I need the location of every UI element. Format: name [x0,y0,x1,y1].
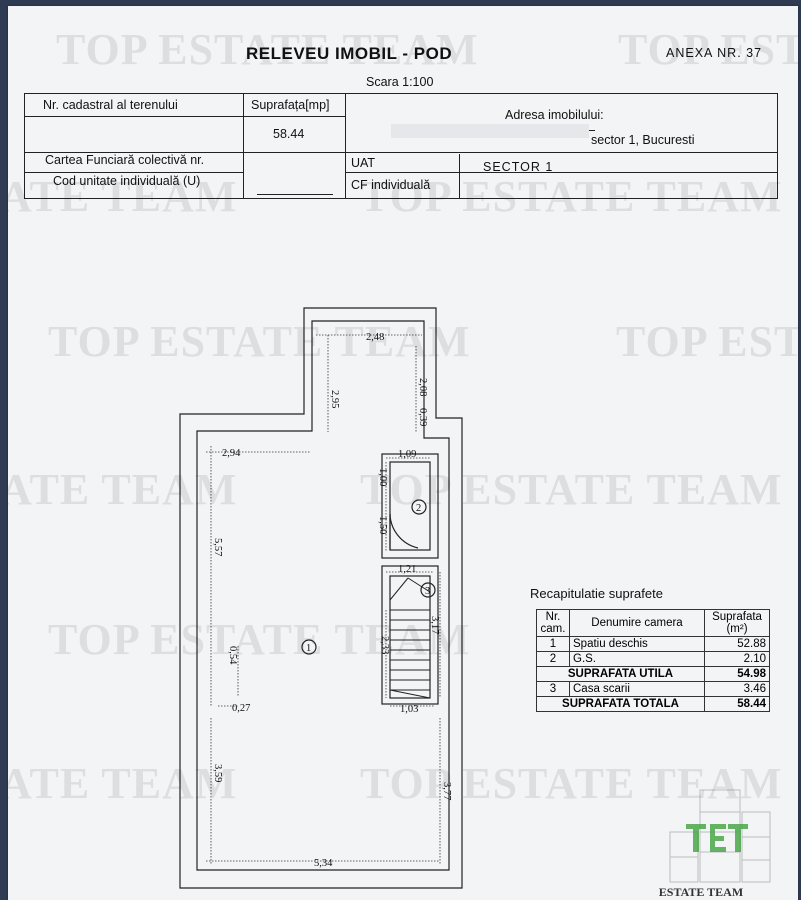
document-title: RELEVEU IMOBIL - POD [246,44,453,63]
col-nr-header: Nr. cam. [536,609,570,637]
recap-title: Recapitulatie suprafete [530,586,663,601]
watermark: TOP ESTATE TEAM [360,759,783,808]
dim-3-59: 3,59 [212,764,223,782]
dim-2-95: 2,95 [329,390,340,408]
dim-3-17: 3,17 [429,616,440,634]
room-1-number: 1 [306,643,311,654]
watermark: ATE TEAM [8,172,238,221]
total-row: SUPRAFATA TOTALA 58.44 [536,696,770,712]
dim-1-50: 1,50 [377,516,388,534]
address-label: Adresa imobilului: [505,108,604,122]
table-row: 1 Spatiu deschis 52.88 [536,636,770,652]
dim-5-57: 5,57 [212,538,223,556]
surface-label: Suprafața[mp] [251,98,330,112]
watermark: TOP ESTATE TEAM [618,25,798,74]
cf-label: CF individuală [351,178,431,192]
dim-3-77: 3,77 [441,782,452,800]
scale-label: Scara 1:100 [366,75,434,89]
unit-code-label: Cod unitate individuală (U) [53,174,201,188]
watermark: TOP ESTATE TEAM [48,317,471,366]
uat-label: UAT [351,156,376,170]
logo-text: TOP ESTATE TEAM [656,885,743,899]
table-row: 2 G.S. 2.10 [536,651,770,667]
watermark: ATE TEAM [8,465,238,514]
col-name-header: Denumire camera [569,609,705,637]
surface-value: 58.44 [273,127,305,141]
dim-1-00: 1,00 [377,468,388,486]
document-page: TOP ESTATE TEAM TOP ESTATE TEAM ATE TEAM… [8,6,798,900]
cadastral-number-label: Nr. cadastral al terenului [43,98,178,112]
col-area-header: Suprafata (m²) [704,609,770,637]
dim-1-09: 1,09 [398,449,416,460]
dim-1-21: 1,21 [398,564,416,575]
land-book-label: Cartea Funciară colectivă nr. [45,153,205,167]
dim-2-48: 2,48 [366,332,384,343]
table-row: 3 Casa scarii 3.46 [536,681,770,697]
dim-1-03: 1,03 [400,704,418,715]
watermark: TOP ESTATE TEAM [616,317,798,366]
address-value: sector 1, Bucuresti [591,133,695,147]
floor-plan: 2,48 2,95 2,08 0,39 2,94 1,09 1,00 1,50 … [179,307,463,889]
annex-label: ANEXA NR. 37 [666,46,763,60]
watermark: ATE TEAM [8,759,238,808]
surface-recap-table: Nr. cam. Denumire camera Suprafata (m²) … [536,609,770,712]
dim-2-94: 2,94 [222,448,241,459]
redacted-address [391,124,589,138]
uat-value: SECTOR 1 [483,160,554,174]
watermark: TOP ESTATE TEAM [56,25,479,74]
dim-2-33: 2,33 [379,636,390,654]
property-info-table: Nr. cadastral al terenului Suprafața[mp]… [24,93,778,199]
room-3-number: 3 [425,586,430,597]
dim-2-08: 2,08 [417,378,428,396]
room-2-number: 2 [416,503,421,514]
dim-0-39: 0,39 [417,408,428,426]
watermark: TOP ESTATE TEAM [360,172,783,221]
dim-0-54: 0,54 [227,646,238,665]
company-logo: TOP ESTATE TEAM [656,789,771,899]
dim-5-34: 5,34 [314,858,333,869]
dim-0-27: 0,27 [232,703,250,714]
util-row: SUPRAFATA UTILA 54.98 [536,666,770,682]
